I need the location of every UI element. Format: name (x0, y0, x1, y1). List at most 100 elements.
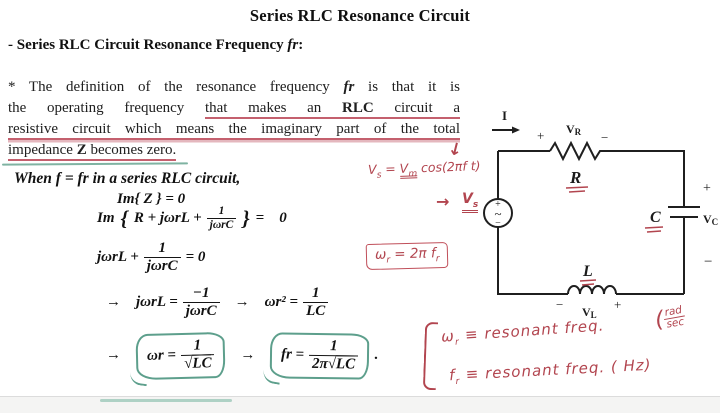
text-segment: circuit a (373, 100, 460, 116)
paragraph-line-2: the operating frequency that makes an RL… (8, 98, 460, 119)
text-segment: is that it is (354, 79, 460, 95)
arrowhead (512, 126, 520, 134)
current-label: I (502, 108, 507, 123)
source-sine-symbol: ~ (494, 206, 501, 221)
resistor-label-underline (565, 186, 589, 193)
denominator: jωrC (182, 301, 220, 320)
text-segment: ω (374, 246, 387, 263)
vr-minus-sign: − (601, 130, 608, 145)
arrow-right: → (106, 347, 121, 364)
denominator: sec (663, 315, 688, 331)
slide-title: Series RLC Resonance Circuit (249, 6, 471, 25)
capacitor-voltage-label: VC (703, 212, 718, 227)
fraction: 1√LC (180, 337, 215, 373)
vr-plus-sign: + (537, 128, 544, 143)
math-text: 2π (312, 355, 329, 372)
highlight-box-omega: ωr = 1√LC (135, 331, 226, 380)
numerator: 1 (158, 240, 166, 256)
section-heading-colon: : (298, 37, 304, 53)
resistor-label: R (569, 168, 581, 187)
section-heading: - Series RLC Circuit Resonance Frequency… (8, 37, 303, 54)
impedance-symbol: Z (76, 142, 87, 158)
handwritten-brace (422, 321, 439, 391)
text-segment: ω (440, 326, 456, 346)
numerator: 1 (218, 205, 225, 217)
inductor-symbol (567, 285, 617, 295)
vc-plus-sign: + (703, 181, 711, 196)
sqrt-argument: LC (336, 355, 356, 373)
ac-source-symbol (483, 198, 513, 228)
handwritten-fr-definition: fr ≡ resonant freq. ( Hz) (449, 356, 653, 388)
denominator: 2π√LC (309, 354, 359, 374)
handwritten-arrow-to-source: → (436, 192, 450, 211)
numerator: −1 (192, 285, 210, 301)
math-text: ωr² = (264, 293, 299, 310)
denominator: jωrC (206, 217, 237, 232)
subscript: m (408, 169, 418, 180)
math-text: fr = (281, 346, 305, 363)
vl-minus-sign: − (556, 297, 563, 312)
math-text: Im{ Z } = 0 (117, 191, 186, 207)
divider-line (0, 396, 720, 397)
text-segment: that makes an (204, 100, 342, 116)
text-segment: V (367, 161, 377, 177)
numerator: 1 (193, 337, 202, 354)
handwritten-omega-relation-box: ωr = 2π fr (365, 241, 449, 271)
paragraph-line-1: * The definition of the resonance freque… (8, 77, 460, 98)
video-progress-bar[interactable] (100, 399, 232, 402)
text-segment: ≡ resonant freq. ( Hz) (459, 355, 652, 384)
text-segment: cos(2πf t) (416, 158, 481, 176)
right-brace: } (242, 205, 250, 230)
math-text: . (374, 347, 379, 364)
text-segment: becomes zero. (86, 142, 177, 158)
math-when-line: When f = fr in a series RLC circuit, (14, 170, 240, 188)
math-text: 0 (279, 209, 287, 226)
math-text: = (255, 209, 265, 226)
handwritten-vs-label: Vs (462, 191, 479, 213)
denominator: jωrC (143, 256, 181, 275)
math-text: Im (97, 209, 115, 226)
capacitor-label: C (650, 209, 661, 226)
section-heading-text: - Series RLC Circuit Resonance Frequency (8, 37, 288, 53)
text-segment: = 2π f (389, 245, 436, 263)
math-text: = 0 (185, 248, 206, 265)
math-text: jωrL + (97, 248, 139, 265)
paragraph-line-4: impedance Z becomes zero. (8, 140, 460, 161)
inductor-label: L (582, 263, 593, 280)
subscript: r (435, 254, 440, 265)
circuit-wires (483, 140, 700, 295)
underlined-text: resistive circuit which means the imagin… (8, 121, 460, 137)
resistor-symbol (549, 140, 604, 162)
handwritten-vs-formula: Vs = Vm cos(2πf t) (368, 158, 481, 181)
math-text: When f = fr in a series RLC circuit, (14, 170, 241, 187)
circuit-diagram: I + VR − R C VC + − L − VL + + ~ − (483, 108, 718, 320)
math-text: R + jωrL + (133, 209, 202, 226)
text-segment: impedance (8, 142, 77, 158)
numerator: 1 (311, 285, 320, 301)
underlined-text: that makes an RLC circuit a (205, 100, 460, 117)
left-brace: { (120, 205, 128, 230)
text-segment: = (380, 160, 400, 177)
text-segment: V (462, 191, 473, 207)
math-text: ωr = (146, 346, 177, 364)
arrow-right: → (240, 347, 256, 364)
rlc-term: RLC (341, 100, 374, 116)
inductor-label-underline (579, 279, 597, 286)
underlined-text: impedance Z becomes zero. (8, 142, 176, 159)
sqrt-argument: LC (192, 353, 212, 372)
fr-symbol: fr (343, 79, 355, 95)
text-segment: the operating frequency (8, 100, 205, 116)
text-segment: V (399, 160, 409, 176)
subscript: s (472, 200, 479, 210)
source-minus-sign: − (495, 218, 501, 229)
text-segment: * The definition of the resonance freque… (8, 79, 344, 95)
vc-minus-sign: − (704, 254, 712, 270)
arrow-right: → (234, 293, 250, 310)
